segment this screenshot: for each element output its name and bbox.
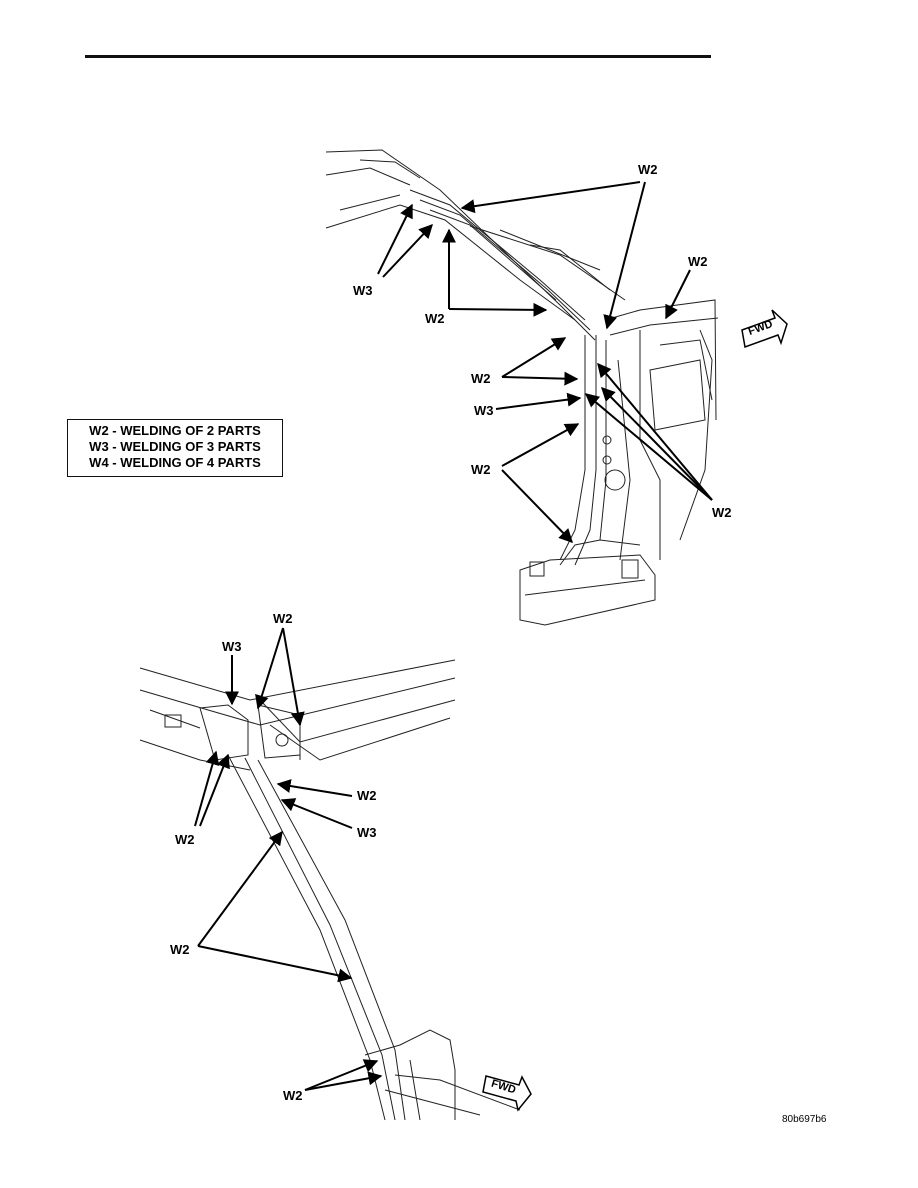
callout-w2: W2 [170, 942, 190, 957]
figure-id: 80b697b6 [782, 1114, 827, 1125]
callout-w3: W3 [222, 639, 242, 654]
callout-w3: W3 [357, 825, 377, 840]
callout-w2: W2 [283, 1088, 303, 1103]
callout-arrows [194, 181, 713, 1091]
fwd-arrow-icon [741, 309, 788, 349]
callout-w2: W2 [357, 788, 377, 803]
fwd-arrow-icon [482, 1075, 532, 1112]
callout-w2: W2 [688, 254, 708, 269]
page-top-rule [85, 55, 711, 58]
callout-w2: W2 [175, 832, 195, 847]
callout-w2: W2 [471, 371, 491, 386]
callout-w2: W2 [471, 462, 491, 477]
callout-w2: W2 [273, 611, 293, 626]
weld-legend: W2 - WELDING OF 2 PARTS W3 - WELDING OF … [67, 419, 283, 477]
lower-body-illustration [139, 659, 521, 1121]
legend-line-w4: W4 - WELDING OF 4 PARTS [89, 455, 261, 470]
legend-line-w3: W3 - WELDING OF 3 PARTS [89, 439, 261, 454]
callout-w2: W2 [425, 311, 445, 326]
callout-w2: W2 [638, 162, 658, 177]
callout-w3: W3 [353, 283, 373, 298]
legend-line-w2: W2 - WELDING OF 2 PARTS [89, 423, 261, 438]
callout-w2: W2 [712, 505, 732, 520]
upper-body-illustration [325, 149, 719, 626]
callout-w3: W3 [474, 403, 494, 418]
